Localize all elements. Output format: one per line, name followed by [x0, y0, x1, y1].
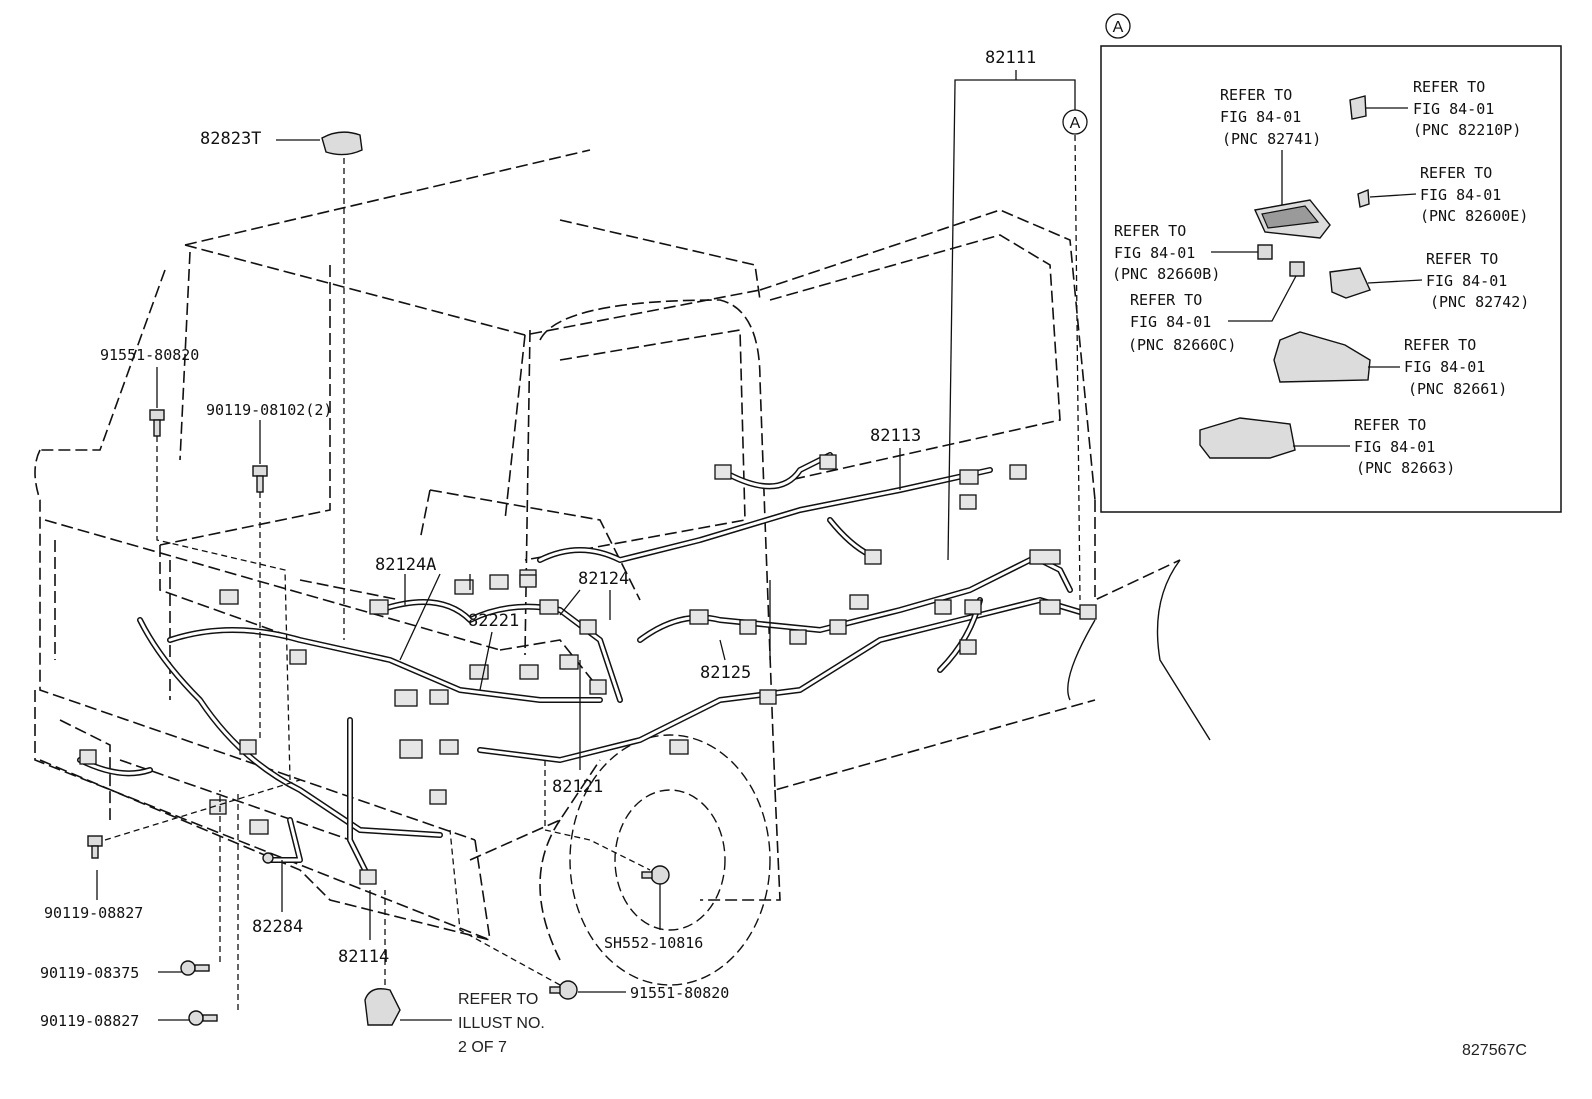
- grommet-82823T-icon: [321, 131, 363, 156]
- wire-harness: [77, 452, 1093, 883]
- rear-fender: [1067, 559, 1211, 741]
- svg-text:(PNC 82663): (PNC 82663): [1356, 459, 1455, 477]
- connector-82660B-icon: [1257, 244, 1273, 260]
- label-82221: 82221: [468, 611, 519, 631]
- label-SH552-10816: SH552-10816: [604, 934, 703, 952]
- label-82111: 82111: [985, 48, 1036, 68]
- svg-text:REFER TO: REFER TO: [1420, 164, 1492, 182]
- label-82124: 82124: [578, 569, 629, 589]
- svg-text:FIG 84-01: FIG 84-01: [1426, 272, 1507, 290]
- bolt-90119-08827-a-icon: [87, 835, 103, 859]
- inset-a-badge: [1105, 13, 1131, 39]
- svg-text:(PNC 82742): (PNC 82742): [1430, 293, 1529, 311]
- label-82114: 82114: [338, 947, 389, 967]
- refer-illust-line3: 2 OF 7: [458, 1039, 507, 1056]
- svg-text:FIG 84-01: FIG 84-01: [1413, 100, 1494, 118]
- svg-text:A: A: [1070, 115, 1081, 132]
- label-82823T: 82823T: [200, 129, 261, 149]
- svg-text:REFER TO: REFER TO: [1354, 416, 1426, 434]
- svg-text:(PNC 82661): (PNC 82661): [1408, 380, 1507, 398]
- label-90119-08827-a: 90119-08827: [44, 904, 143, 922]
- horn-assembly-icon: [364, 988, 401, 1026]
- bolt-90119-08375-icon: [180, 960, 210, 976]
- label-91551-80820-top: 91551-80820: [100, 346, 199, 364]
- relay-82210P-icon: [1349, 95, 1367, 120]
- front-wheel: [539, 734, 771, 986]
- label-91551-80820-bottom: 91551-80820: [630, 984, 729, 1002]
- svg-text:FIG 84-01: FIG 84-01: [1220, 108, 1301, 126]
- bolt-90119-08102-icon: [252, 465, 268, 493]
- label-90119-08827-b: 90119-08827: [40, 1012, 139, 1030]
- svg-text:REFER TO: REFER TO: [1413, 78, 1485, 96]
- truck-body-outline: [34, 149, 1181, 941]
- inset-a-letter: A: [1113, 19, 1124, 36]
- refer-illust-line1: REFER TO: [458, 991, 538, 1008]
- bracket-82284-icon: [262, 852, 274, 864]
- svg-text:FIG 84-01: FIG 84-01: [1404, 358, 1485, 376]
- bolt-90119-08827-b-icon: [188, 1010, 218, 1026]
- svg-text:REFER TO: REFER TO: [1404, 336, 1476, 354]
- svg-text:(PNC 82660B): (PNC 82660B): [1112, 265, 1220, 283]
- fuse-82600E-icon: [1357, 188, 1370, 208]
- svg-text:REFER TO: REFER TO: [1114, 222, 1186, 240]
- label-90119-08375: 90119-08375: [40, 964, 139, 982]
- svg-text:FIG 84-01: FIG 84-01: [1420, 186, 1501, 204]
- leader-lines: [96, 70, 1081, 1021]
- box-82663-icon: [1199, 417, 1296, 459]
- harness-connectors: [79, 454, 1097, 885]
- label-82124A: 82124A: [375, 555, 436, 575]
- svg-text:(PNC 82741): (PNC 82741): [1222, 130, 1321, 148]
- cover-82661-icon: [1273, 331, 1371, 383]
- svg-text:(PNC 82660C): (PNC 82660C): [1128, 336, 1236, 354]
- svg-text:(PNC 82600E): (PNC 82600E): [1420, 207, 1528, 225]
- bolt-91551-80820-bottom-icon: [549, 980, 578, 1000]
- bolt-91551-80820-top-icon: [149, 409, 165, 437]
- bracket-82742-icon: [1329, 267, 1371, 299]
- svg-text:REFER TO: REFER TO: [1130, 291, 1202, 309]
- svg-text:FIG 84-01: FIG 84-01: [1130, 313, 1211, 331]
- label-82125: 82125: [700, 663, 751, 683]
- svg-text:REFER TO: REFER TO: [1220, 86, 1292, 104]
- label-82121: 82121: [552, 777, 603, 797]
- figure-code: 827567C: [1462, 1042, 1527, 1059]
- svg-text:FIG 84-01: FIG 84-01: [1354, 438, 1435, 456]
- connector-82660C-icon: [1289, 261, 1305, 277]
- svg-text:FIG 84-01: FIG 84-01: [1114, 244, 1195, 262]
- label-82113: 82113: [870, 426, 921, 446]
- svg-text:REFER TO: REFER TO: [1426, 250, 1498, 268]
- refer-illust-line2: ILLUST NO.: [458, 1015, 545, 1032]
- label-90119-08102: 90119-08102(2): [206, 401, 332, 419]
- svg-text:(PNC 82210P): (PNC 82210P): [1413, 121, 1521, 139]
- label-82284: 82284: [252, 917, 303, 937]
- callout-a-marker: A: [1062, 109, 1088, 135]
- part-labels: 82111 82823T 91551-80820 90119-08102(2) …: [40, 48, 1527, 1059]
- clip-SH552-10816-icon: [641, 865, 670, 885]
- inset-a: A REFER TO FIG 84-01 (PNC 82741) REFER T…: [1100, 13, 1562, 513]
